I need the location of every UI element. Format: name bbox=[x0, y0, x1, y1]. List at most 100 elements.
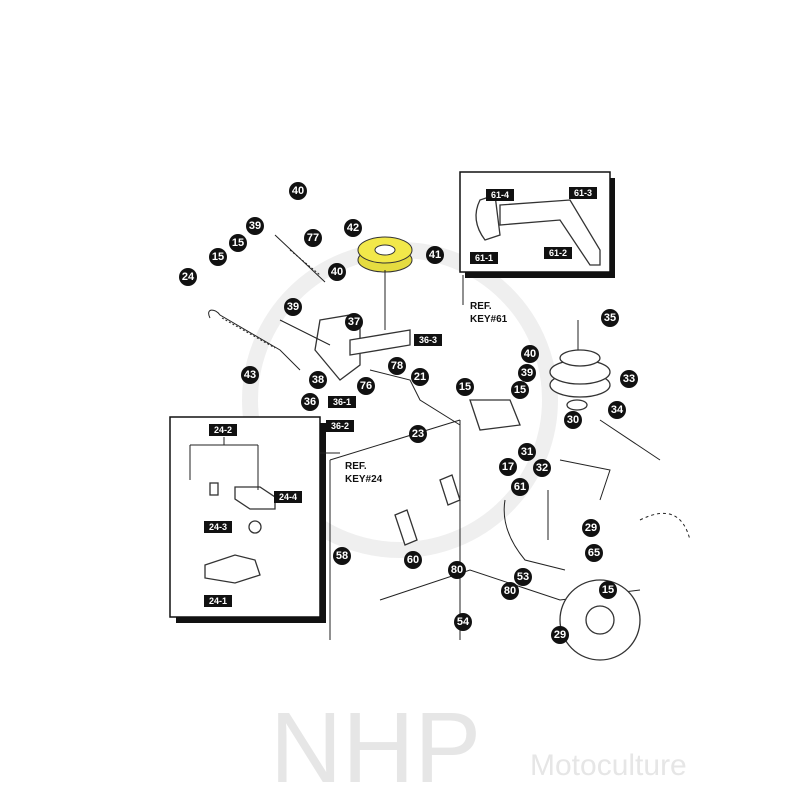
callout-label: 36 bbox=[304, 396, 316, 408]
callout-40: 40 bbox=[328, 263, 346, 281]
callout-label: 15 bbox=[602, 584, 614, 596]
callout-24: 24 bbox=[179, 268, 197, 286]
watermark-sub: Motoculture bbox=[530, 749, 687, 782]
sublabel-61-1: 61-1 bbox=[470, 252, 498, 264]
sublabel-text: 24-1 bbox=[209, 596, 227, 606]
sublabel-text: 61-2 bbox=[549, 248, 567, 258]
callout-33: 33 bbox=[620, 370, 638, 388]
callout-15: 15 bbox=[599, 581, 617, 599]
ref-key61-line2: KEY#61 bbox=[470, 314, 508, 325]
spring-77 bbox=[274, 234, 326, 283]
callout-37: 37 bbox=[345, 313, 363, 331]
callout-35: 35 bbox=[601, 309, 619, 327]
sublabel-text: 24-3 bbox=[209, 522, 227, 532]
callout-15: 15 bbox=[456, 378, 474, 396]
callout-30: 30 bbox=[564, 411, 582, 429]
ref-key24-line2: KEY#24 bbox=[345, 474, 383, 485]
sublabel-text: 36-1 bbox=[333, 397, 351, 407]
callout-group: 40 39 15 15 24 77 42 41 40 39 37 43 38 78 76 21 36 23 40 39… bbox=[179, 182, 638, 644]
callout-15: 15 bbox=[209, 248, 227, 266]
inset-key24 bbox=[169, 416, 340, 623]
callout-39: 39 bbox=[246, 217, 264, 235]
callout-60: 60 bbox=[404, 551, 422, 569]
callout-53: 53 bbox=[514, 568, 532, 586]
sublabel-36-2: 36-2 bbox=[326, 420, 354, 432]
sublabel-text: 61-4 bbox=[491, 190, 509, 200]
callout-label: 39 bbox=[249, 220, 261, 232]
callout-76: 76 bbox=[357, 377, 375, 395]
callout-label: 77 bbox=[307, 232, 319, 244]
callout-label: 54 bbox=[457, 616, 470, 628]
callout-label: 41 bbox=[429, 249, 441, 261]
callout-label: 61 bbox=[514, 481, 526, 493]
sublabel-group: 61-4 61-3 61-1 61-2 36-3 36-1 36-2 24-2 24-4 24-3… bbox=[204, 187, 597, 607]
ref-key61-line1: REF. bbox=[470, 301, 492, 312]
callout-23: 23 bbox=[409, 425, 427, 443]
callout-label: 30 bbox=[567, 414, 579, 426]
sublabel-36-1: 36-1 bbox=[328, 396, 356, 408]
callout-label: 39 bbox=[521, 367, 533, 379]
callout-41: 41 bbox=[426, 246, 444, 264]
callout-32: 32 bbox=[533, 459, 551, 477]
callout-label: 65 bbox=[588, 547, 600, 559]
callout-42: 42 bbox=[344, 219, 362, 237]
callout-label: 21 bbox=[414, 371, 426, 383]
callout-label: 58 bbox=[336, 550, 348, 562]
callout-21: 21 bbox=[411, 368, 429, 386]
pulley-41 bbox=[357, 236, 413, 330]
callout-80: 80 bbox=[448, 561, 466, 579]
callout-label: 15 bbox=[232, 237, 244, 249]
callout-label: 53 bbox=[517, 571, 529, 583]
callout-15: 15 bbox=[229, 234, 247, 252]
sublabel-text: 61-3 bbox=[574, 188, 592, 198]
callout-label: 15 bbox=[459, 381, 471, 393]
spring-43 bbox=[208, 309, 301, 371]
callout-39: 39 bbox=[518, 364, 536, 382]
sublabel-text: 36-2 bbox=[331, 421, 349, 431]
sublabel-61-3: 61-3 bbox=[569, 187, 597, 199]
callout-label: 35 bbox=[604, 312, 616, 324]
callout-label: 38 bbox=[312, 374, 324, 386]
callout-39: 39 bbox=[284, 298, 302, 316]
callout-65: 65 bbox=[585, 544, 603, 562]
callout-label: 80 bbox=[451, 564, 463, 576]
callout-31: 31 bbox=[518, 443, 536, 461]
callout-label: 40 bbox=[524, 348, 536, 360]
callout-label: 34 bbox=[611, 404, 624, 416]
sublabel-text: 61-1 bbox=[475, 253, 493, 263]
callout-label: 80 bbox=[504, 585, 516, 597]
callout-label: 29 bbox=[585, 522, 597, 534]
callout-label: 24 bbox=[182, 271, 195, 283]
sublabel-36-3: 36-3 bbox=[414, 334, 442, 346]
sublabel-24-1: 24-1 bbox=[204, 595, 232, 607]
sublabel-61-2: 61-2 bbox=[544, 247, 572, 259]
callout-label: 40 bbox=[331, 266, 343, 278]
callout-36: 36 bbox=[301, 393, 319, 411]
callout-61: 61 bbox=[511, 478, 529, 496]
callout-43: 43 bbox=[241, 366, 259, 384]
callout-78: 78 bbox=[388, 357, 406, 375]
sublabel-24-4: 24-4 bbox=[274, 491, 302, 503]
callout-29: 29 bbox=[551, 626, 569, 644]
callout-label: 60 bbox=[407, 554, 419, 566]
callout-label: 78 bbox=[391, 360, 403, 372]
callout-label: 40 bbox=[292, 185, 304, 197]
callout-label: 23 bbox=[412, 428, 424, 440]
callout-54: 54 bbox=[454, 613, 472, 631]
sublabel-24-3: 24-3 bbox=[204, 521, 232, 533]
callout-40: 40 bbox=[521, 345, 539, 363]
callout-38: 38 bbox=[309, 371, 327, 389]
sublabel-61-4: 61-4 bbox=[486, 189, 514, 201]
callout-label: 33 bbox=[623, 373, 635, 385]
ref-key24-line1: REF. bbox=[345, 461, 367, 472]
sublabel-text: 24-2 bbox=[214, 425, 232, 435]
callout-label: 76 bbox=[360, 380, 372, 392]
callout-17: 17 bbox=[499, 458, 517, 476]
callout-34: 34 bbox=[608, 401, 626, 419]
callout-58: 58 bbox=[333, 547, 351, 565]
deck-area bbox=[329, 399, 691, 661]
sublabel-text: 24-4 bbox=[279, 492, 297, 502]
callout-label: 15 bbox=[514, 384, 526, 396]
